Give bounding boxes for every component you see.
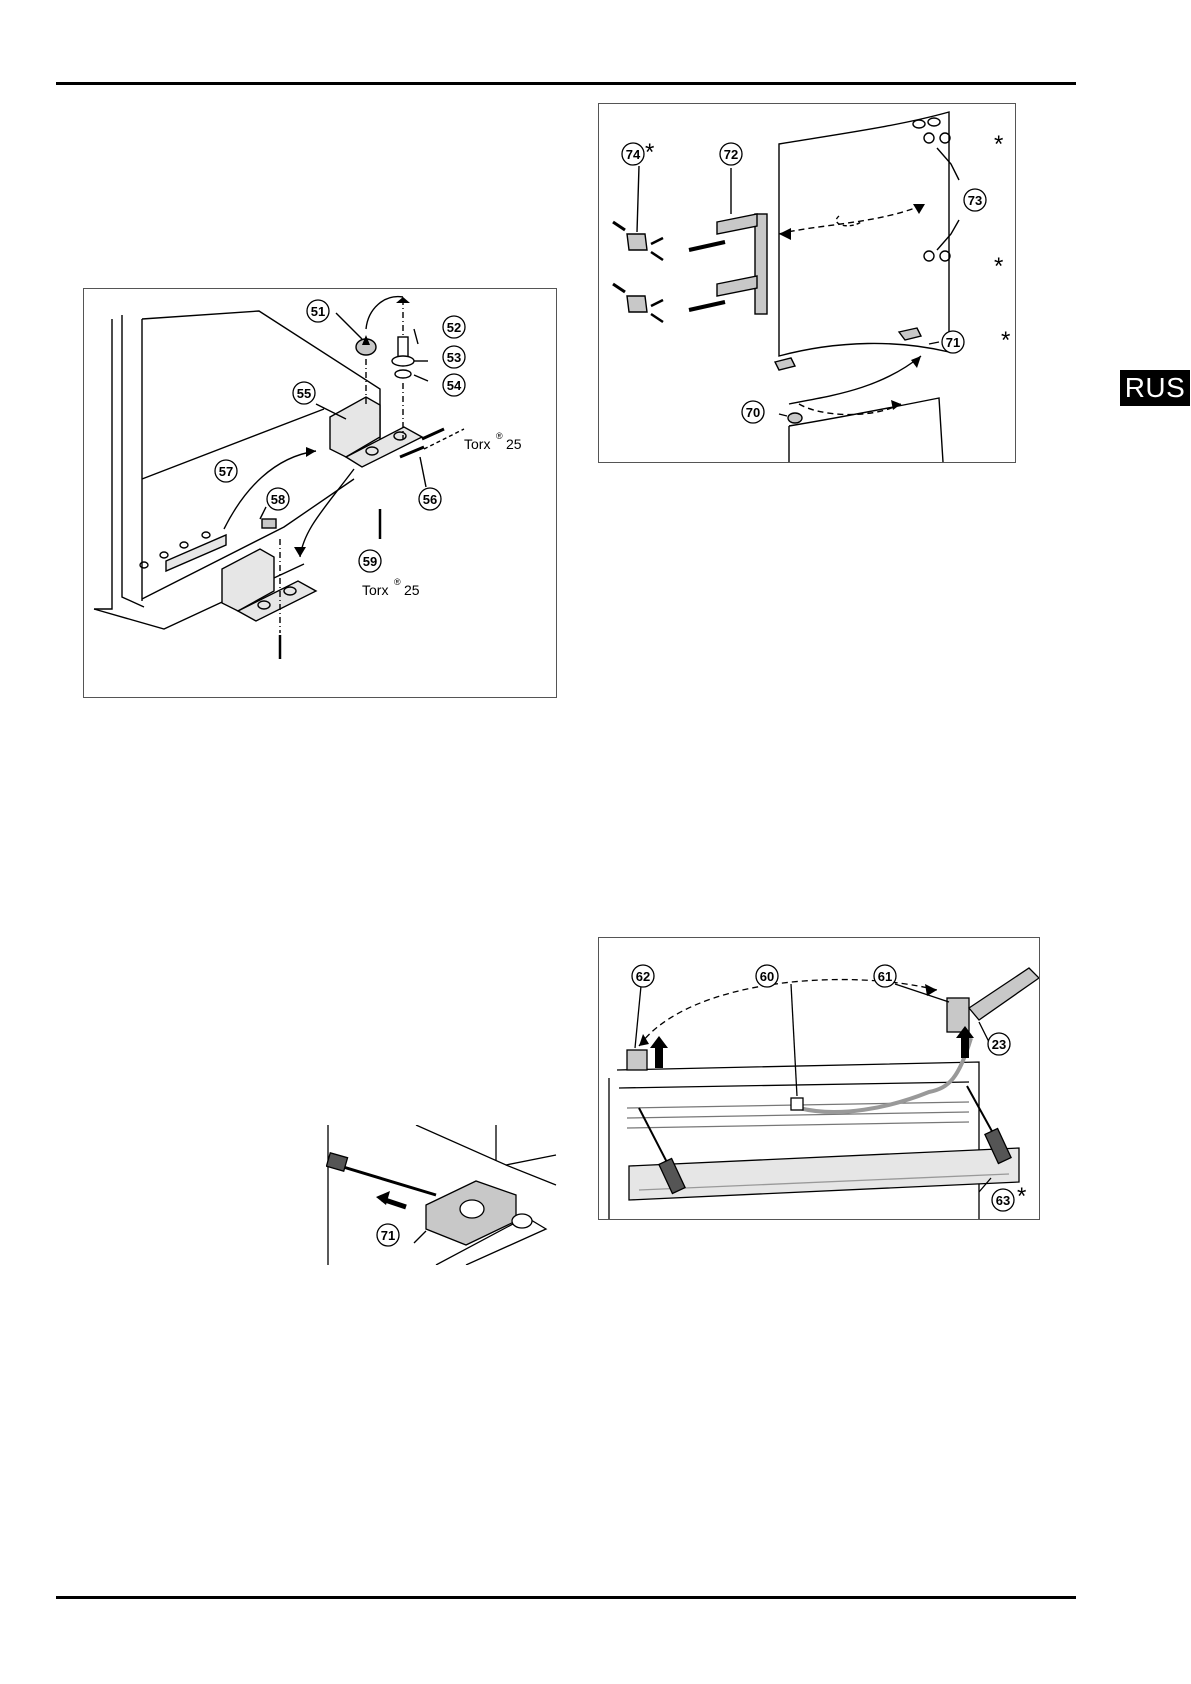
callout-71: 71: [941, 330, 965, 354]
callout-73: 73: [963, 188, 987, 212]
asterisk-73-upper: *: [994, 131, 1003, 158]
top-rule: [56, 82, 1076, 85]
callout-57: 57: [214, 459, 238, 483]
asterisk-63: *: [1017, 1183, 1026, 1210]
svg-text:23: 23: [992, 1037, 1006, 1052]
asterisk-73-lower: *: [994, 253, 1003, 280]
hinge-callouts: 51 52 53 54 55 56 57 58 59: [214, 299, 466, 573]
svg-text:62: 62: [636, 969, 650, 984]
svg-text:71: 71: [946, 335, 960, 350]
svg-text:56: 56: [423, 492, 437, 507]
callout-71-detail: 71: [376, 1223, 400, 1247]
torx-label-lower: Torx ® 25: [362, 577, 420, 598]
svg-text:58: 58: [271, 492, 285, 507]
callout-63: 63: [991, 1188, 1015, 1212]
svg-text:72: 72: [724, 147, 738, 162]
callout-23: 23: [987, 1032, 1011, 1056]
bottom-rule: [56, 1596, 1076, 1599]
svg-text:63: 63: [996, 1193, 1010, 1208]
svg-text:59: 59: [363, 554, 377, 569]
asterisk-71: *: [1001, 327, 1010, 354]
small-hinge-callouts: 71: [376, 1223, 400, 1247]
callout-72: 72: [719, 142, 743, 166]
hinge-figure: 51 52 53 54 55 56 57 58 59 Torx ® 25 Tor…: [83, 288, 557, 698]
callout-51: 51: [306, 299, 330, 323]
callout-54: 54: [442, 373, 466, 397]
callout-52: 52: [442, 315, 466, 339]
language-tab: RUS: [1120, 370, 1190, 406]
svg-text:Torx: Torx: [362, 582, 388, 598]
svg-text:74: 74: [626, 147, 641, 162]
hinge-illustration: 51 52 53 54 55 56 57 58 59 Torx ® 25 Tor…: [93, 295, 522, 659]
callout-61: 61: [873, 964, 897, 988]
svg-text:52: 52: [447, 320, 461, 335]
door-handle-figure: 74 72 73 71 70 * * * *: [598, 103, 1016, 463]
callout-70: 70: [741, 400, 765, 424]
door-handle-callouts: 74 72 73 71 70: [621, 142, 987, 424]
svg-text:70: 70: [746, 405, 760, 420]
small-hinge-illustration: 71: [326, 1125, 557, 1265]
svg-text:53: 53: [447, 350, 461, 365]
callout-60: 60: [755, 964, 779, 988]
callout-74: 74: [621, 142, 645, 166]
svg-text:®: ®: [496, 431, 503, 441]
callout-55: 55: [292, 381, 316, 405]
callout-56: 56: [418, 487, 442, 511]
svg-text:71: 71: [381, 1228, 395, 1243]
svg-text:61: 61: [878, 969, 892, 984]
callout-62: 62: [631, 964, 655, 988]
asterisk-74: *: [645, 139, 654, 166]
callout-53: 53: [442, 345, 466, 369]
svg-text:60: 60: [760, 969, 774, 984]
svg-text:54: 54: [447, 378, 462, 393]
top-panel-callouts: 62 60 61 23 63: [631, 964, 1015, 1212]
callout-59: 59: [358, 549, 382, 573]
top-panel-illustration: 62 60 61 23 63 *: [608, 964, 1039, 1219]
door-handle-illustration: 74 72 73 71 70 * * * *: [612, 111, 1010, 462]
callout-58: 58: [266, 487, 290, 511]
svg-text:25: 25: [404, 582, 420, 598]
svg-text:73: 73: [968, 193, 982, 208]
svg-text:Torx: Torx: [464, 436, 490, 452]
svg-text:57: 57: [219, 464, 233, 479]
svg-text:55: 55: [297, 386, 311, 401]
small-hinge-figure: 71: [326, 1125, 558, 1265]
svg-text:®: ®: [394, 577, 401, 587]
top-panel-figure: 62 60 61 23 63 *: [598, 937, 1040, 1220]
svg-text:25: 25: [506, 436, 522, 452]
svg-text:51: 51: [311, 304, 325, 319]
torx-label-upper: Torx ® 25: [464, 431, 522, 452]
